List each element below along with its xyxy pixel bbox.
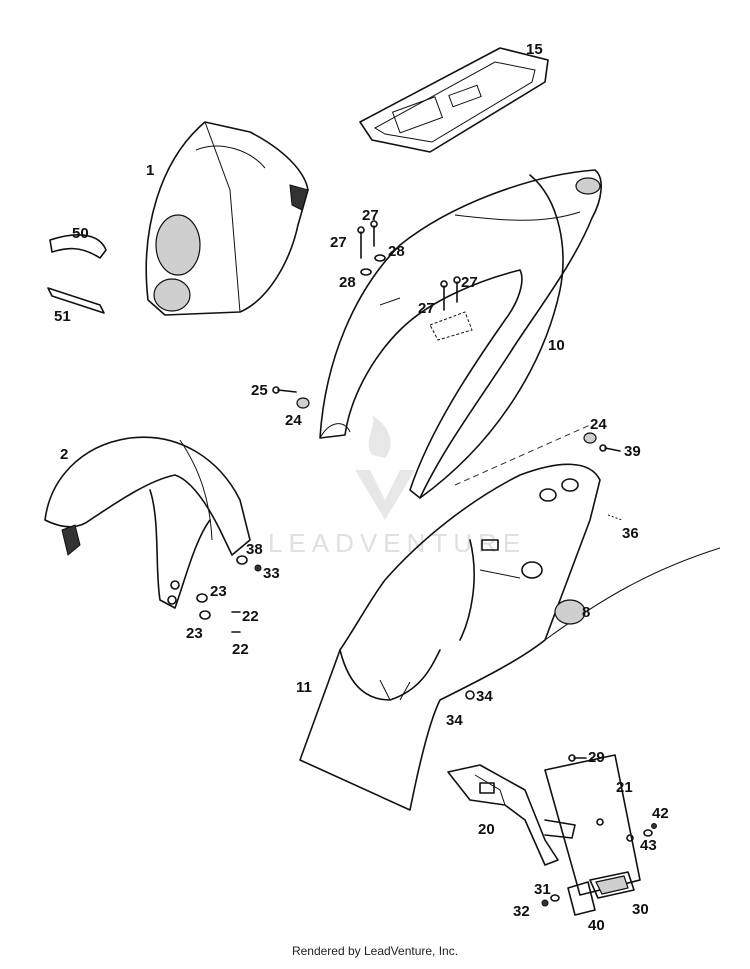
callout-51: 51 xyxy=(54,308,71,325)
callout-23b: 23 xyxy=(186,625,203,642)
callout-10: 10 xyxy=(548,337,565,354)
part-51-decal xyxy=(47,287,105,314)
fasteners-29-42-43 xyxy=(568,754,657,837)
callout-27a: 27 xyxy=(362,207,379,224)
part-11-rear-fender xyxy=(299,463,721,811)
watermark-text: LEADVENTURE xyxy=(268,528,526,558)
callout-33: 33 xyxy=(263,565,280,582)
part-1-headlight-mask xyxy=(145,121,309,316)
callout-27b: 27 xyxy=(330,234,347,251)
callout-32: 32 xyxy=(513,903,530,920)
callout-28b: 28 xyxy=(339,274,356,291)
callout-40: 40 xyxy=(588,917,605,934)
callout-20: 20 xyxy=(478,821,495,838)
callout-28a: 28 xyxy=(388,243,405,260)
leadventure-watermark: LEADVENTURE xyxy=(268,415,526,558)
callout-50: 50 xyxy=(72,225,89,242)
callout-27d: 27 xyxy=(418,300,435,317)
callout-2: 2 xyxy=(60,446,68,463)
callout-38: 38 xyxy=(246,541,263,558)
fasteners-38-33-23-22 xyxy=(196,555,262,633)
callout-36: 36 xyxy=(622,525,639,542)
callout-39: 39 xyxy=(624,443,641,460)
callout-25: 25 xyxy=(251,382,268,399)
parts-30-40-31-32 xyxy=(541,871,635,916)
callout-27c: 27 xyxy=(461,274,478,291)
fasteners-27-28 xyxy=(357,220,473,341)
callout-34b: 34 xyxy=(446,712,463,729)
callout-11: 11 xyxy=(296,679,312,696)
part-15-pad xyxy=(359,47,549,153)
part-21-license-plate xyxy=(544,754,641,896)
callout-43: 43 xyxy=(640,837,657,854)
part-50-decal xyxy=(49,234,107,259)
footer-credit: Rendered by LeadVenture, Inc. xyxy=(291,944,459,958)
callout-24a: 24 xyxy=(285,412,302,429)
callout-1: 1 xyxy=(146,162,154,179)
callout-24b: 24 xyxy=(590,416,607,433)
part-2-front-fender xyxy=(44,436,251,609)
callout-42: 42 xyxy=(652,805,669,822)
callout-29: 29 xyxy=(588,749,605,766)
callout-22b: 22 xyxy=(232,641,249,658)
callout-31: 31 xyxy=(534,881,551,898)
callout-30: 30 xyxy=(632,901,649,918)
callout-labels: 15 1 50 51 27 27 28 28 27 27 10 25 24 2 … xyxy=(54,41,669,934)
callout-21: 21 xyxy=(616,779,633,796)
callout-22a: 22 xyxy=(242,608,259,625)
callout-15: 15 xyxy=(526,41,543,58)
callout-23a: 23 xyxy=(210,583,227,600)
callout-34a: 34 xyxy=(476,688,493,705)
part-20-plate-bracket xyxy=(447,764,576,866)
fasteners-24-39-36 xyxy=(454,424,623,521)
callout-8: 8 xyxy=(582,604,590,621)
fasteners-25-24 xyxy=(272,386,310,409)
